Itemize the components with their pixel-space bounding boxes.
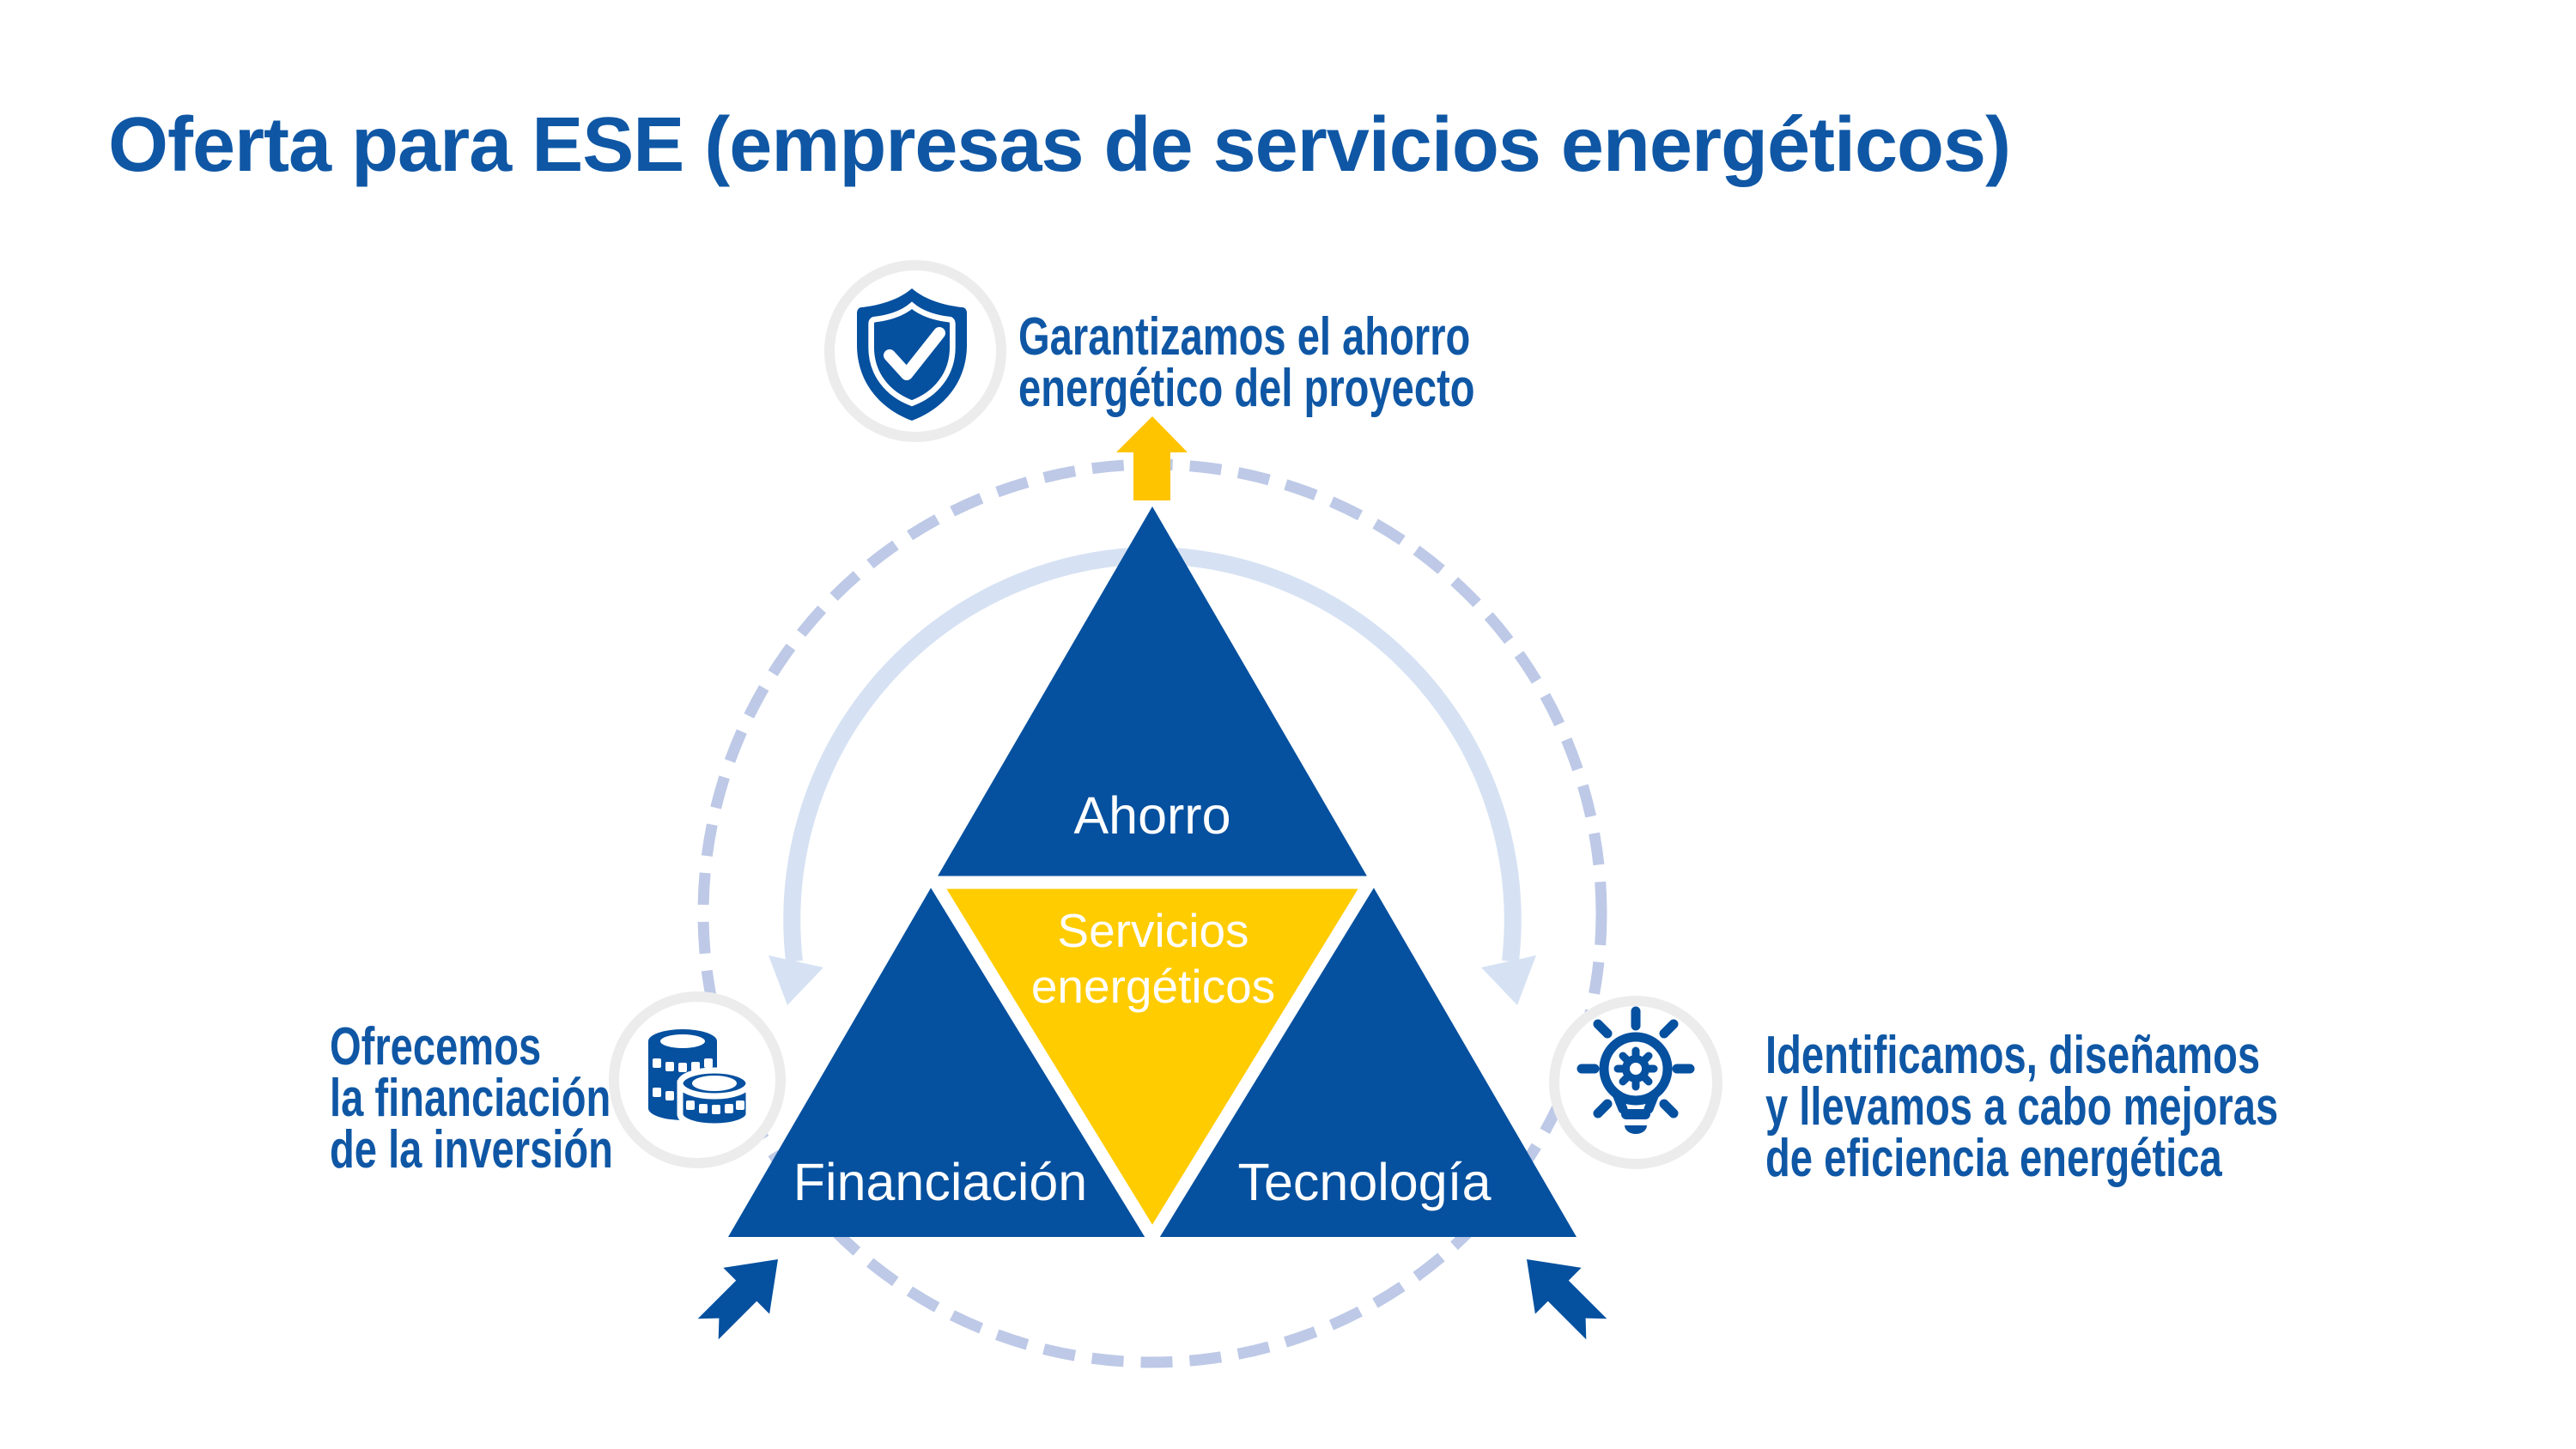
northwest-arrow [1527, 1259, 1607, 1340]
shield-check-icon [824, 260, 1006, 442]
triangle-label-servicios-energeticos: Servicios energéticos [1031, 903, 1275, 1015]
top-annotation: Garantizamos el ahorro energético del pr… [1018, 307, 1475, 418]
cycle-arrow-left [783, 547, 1153, 963]
left-annotation: Ofrecemos la financiación de la inversió… [330, 1017, 613, 1179]
check-mark [884, 327, 945, 380]
left-annotation-line: la financiación [330, 1069, 611, 1128]
right-annotation-line: Identificamos, diseñamos [1765, 1026, 2261, 1085]
gear-hole [1630, 1063, 1642, 1075]
main-triangle [728, 506, 1577, 1237]
coins-icon [609, 991, 786, 1168]
gear [1613, 1046, 1658, 1091]
triangle-group [728, 506, 1577, 1250]
triangle-label-financiacion: Financiación [793, 1153, 1088, 1211]
front-coin-face [692, 1076, 737, 1091]
top-annotation-line: energético del proyecto [1018, 359, 1475, 418]
center-label-line: energéticos [1030, 960, 1276, 1013]
northeast-arrow [697, 1259, 778, 1340]
shield-inner-border [868, 301, 956, 407]
bulb-base-bar [1621, 1109, 1650, 1119]
lightbulb-gear-icon [1549, 996, 1722, 1169]
center-label-line: Servicios [1057, 904, 1249, 957]
up-arrow [1116, 416, 1188, 500]
cycle-arrow-right-head [1481, 955, 1536, 1005]
page-title: Oferta para ESE (empresas de servicios e… [108, 102, 2011, 188]
bulb-base-tip [1625, 1125, 1647, 1134]
coin-stack-top-face [660, 1034, 705, 1048]
left-annotation-line: Ofrecemos [330, 1017, 542, 1076]
right-annotation: Identificamos, diseñamos y llevamos a ca… [1765, 1026, 2279, 1188]
bulb-rays [1577, 1006, 1695, 1119]
top-annotation-line: Garantizamos el ahorro [1018, 307, 1471, 367]
center-inverted-triangle [923, 876, 1382, 1250]
bulb-neck [1613, 1091, 1659, 1114]
cycle-arrow-right [1151, 547, 1522, 963]
triangle-label-ahorro: Ahorro [1073, 786, 1231, 845]
cycle-arrows [769, 547, 1536, 1005]
left-annotation-line: de la inversión [330, 1120, 613, 1179]
right-annotation-line: de eficiencia energética [1765, 1129, 2222, 1188]
triangle-label-tecnologia: Tecnología [1237, 1153, 1492, 1211]
front-coin-reeding [686, 1100, 744, 1114]
right-annotation-line: y llevamos a cabo mejoras [1765, 1077, 2279, 1137]
cycle-arrow-left-head [769, 955, 823, 1005]
